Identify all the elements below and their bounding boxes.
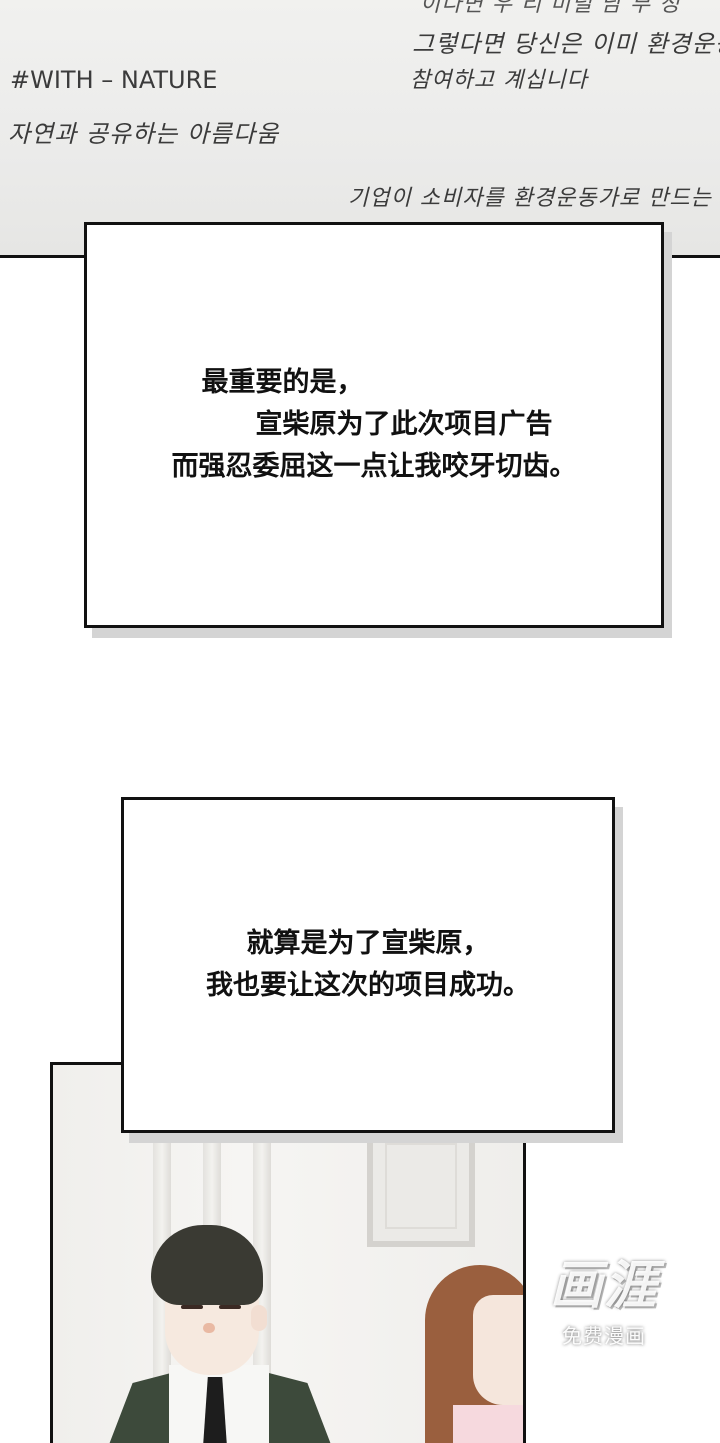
handwritten-note-line: 참여하고 계십니다 [410, 68, 588, 93]
narration-box: 就算是为了宣柴原， 我也要让这次的项目成功。 [121, 797, 615, 1133]
wall-picture-frame [367, 1125, 475, 1247]
woman-face [473, 1295, 523, 1405]
man-eye [219, 1305, 241, 1309]
narration-line: 我也要让这次的项目成功。 [206, 970, 530, 1001]
watermark: 画涯 免费漫画 [550, 1256, 658, 1349]
handwritten-note-line: 기업이 소비자를 환경운동가로 만드는 [348, 186, 712, 211]
narration-text: 最重要的是， 宣柴原为了此次项目广告 而强忍委屈这一点让我咬牙切齿。 [172, 362, 577, 488]
narration-line: 就算是为了宣柴原， [246, 928, 490, 959]
woman-shirt [453, 1405, 523, 1443]
narration-line: 宣柴原为了此次项目广告 [255, 409, 553, 440]
narration-text: 就算是为了宣柴原， 我也要让这次的项目成功。 [206, 923, 530, 1007]
notes-paper-panel: 이다면 우 리 미덜 남 부 정 그렇다면 당신은 이미 환경운동 챌린 참여하… [0, 0, 720, 258]
curtain-fold [253, 1065, 271, 1443]
man-eye [181, 1305, 203, 1309]
man-hair [151, 1225, 263, 1305]
handwritten-note-line: 자연과 공유하는 아름다움 [8, 120, 280, 148]
narration-box: 最重要的是， 宣柴原为了此次项目广告 而强忍委屈这一点让我咬牙切齿。 [84, 222, 664, 628]
handwritten-hashtag: #WITH – NATURE [10, 66, 218, 94]
narration-line: 最重要的是， [201, 367, 364, 398]
man-cheek-bandage [203, 1323, 215, 1333]
man-ear [251, 1305, 267, 1331]
narration-line: 而强忍委屈这一点让我咬牙切齿。 [171, 451, 577, 482]
watermark-subtitle: 免费漫画 [561, 1324, 646, 1348]
handwritten-note-line: 이다면 우 리 미덜 남 부 정 [420, 0, 681, 17]
watermark-logo: 画涯 [549, 1256, 658, 1316]
handwritten-note-line: 그렇다면 당신은 이미 환경운동 챌린 [412, 30, 720, 58]
